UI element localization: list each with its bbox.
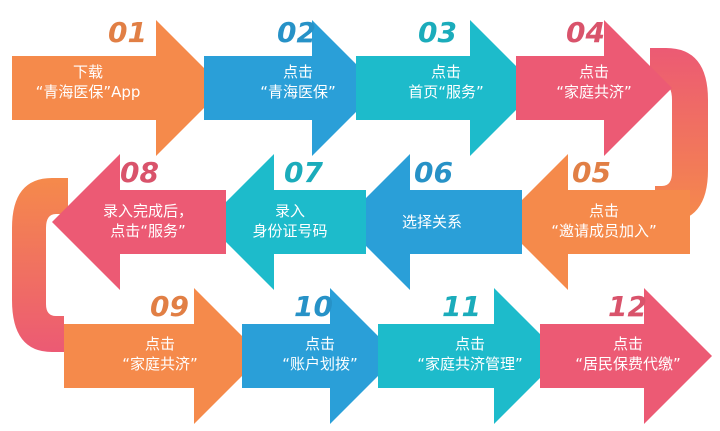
step-02-label-line: “青海医保”: [260, 83, 336, 101]
step-08-label: 录入完成后， 点击“服务”: [103, 201, 193, 241]
step-09-label-line: “家庭共济”: [122, 355, 198, 373]
step-12-number: 12: [608, 290, 647, 323]
step-11-label-line: “家庭共济管理”: [417, 355, 523, 373]
step-01-label-line: “青海医保”App: [35, 83, 141, 101]
step-01-label: 下载 “青海医保”App: [36, 62, 141, 102]
step-04-label-line: “家庭共济”: [556, 83, 632, 101]
step-05-label-line: 点击: [588, 202, 620, 220]
step-07-label-line: 录入: [274, 202, 306, 220]
step-10-label: 点击 “账户划拨”: [282, 334, 358, 374]
step-05-label-line: “邀请成员加入”: [551, 222, 657, 240]
step-05-label: 点击 “邀请成员加入”: [551, 201, 657, 241]
step-03-label-line: 首页“服务”: [408, 83, 484, 101]
right-connector-ribbon: [650, 48, 708, 222]
step-08-label-line: 点击“服务”: [110, 222, 186, 240]
step-04-label-line: 点击: [578, 63, 610, 81]
step-06-label-line: 选择关系: [401, 213, 463, 231]
step-06-number: 06: [414, 156, 453, 189]
step-09-arrow: [64, 288, 262, 424]
step-05-number: 05: [572, 156, 611, 189]
step-12-arrow: [540, 288, 712, 424]
step-08-arrow: [52, 154, 226, 290]
step-10-number: 10: [294, 290, 333, 323]
step-08-label-line: 录入完成后，: [102, 202, 194, 220]
step-10-label-line: 点击: [304, 335, 336, 353]
step-03-arrow: [356, 20, 538, 156]
step-12-label: 点击 “居民保费代缴”: [575, 334, 681, 374]
step-09-label-line: 点击: [144, 335, 176, 353]
step-11-label-line: 点击: [454, 335, 486, 353]
step-12-label-line: 点击: [612, 335, 644, 353]
step-04-arrow: [516, 20, 672, 156]
step-03-number: 03: [418, 16, 457, 49]
step-02-label: 点击 “青海医保”: [260, 62, 336, 102]
step-02-number: 02: [277, 16, 316, 49]
step-10-label-line: “账户划拨”: [282, 355, 358, 373]
step-10-arrow: [242, 288, 398, 424]
step-01-arrow: [12, 20, 224, 156]
step-01-label-line: 下载: [72, 63, 104, 81]
step-02-label-line: 点击: [282, 63, 314, 81]
step-06-label: 选择关系: [402, 212, 462, 232]
step-05-arrow: [500, 154, 690, 290]
step-03-label: 点击首页“服务”: [408, 62, 484, 102]
step-09-number: 09: [150, 290, 189, 323]
step-04-number: 04: [566, 16, 605, 49]
step-03-label-line: 点击: [430, 63, 462, 81]
step-11-arrow: [378, 288, 562, 424]
step-11-number: 11: [442, 290, 481, 323]
step-07-label-line: 身份证号码: [252, 222, 328, 240]
step-12-label-line: “居民保费代缴”: [575, 355, 681, 373]
step-07-number: 07: [284, 156, 323, 189]
step-08-number: 08: [120, 156, 159, 189]
step-09-label: 点击 “家庭共济”: [122, 334, 198, 374]
step-06-arrow: [342, 154, 522, 290]
step-07-arrow: [206, 154, 366, 290]
step-01-number: 01: [108, 16, 147, 49]
step-04-label: 点击 “家庭共济”: [556, 62, 632, 102]
step-11-label: 点击 “家庭共济管理”: [417, 334, 523, 374]
step-07-label: 录入身份证号码: [252, 201, 327, 241]
step-02-arrow: [204, 20, 380, 156]
left-connector-ribbon: [12, 178, 68, 352]
